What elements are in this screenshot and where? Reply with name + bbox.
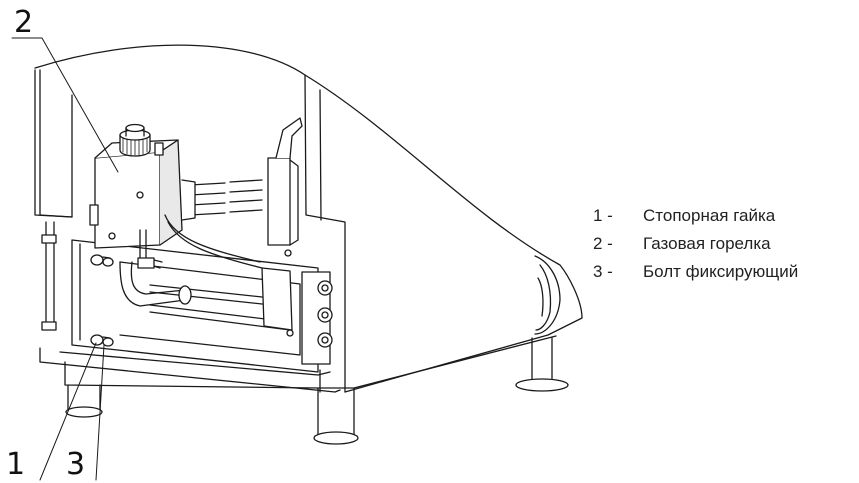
handle <box>267 117 303 246</box>
callout-number-1: 1 <box>6 447 26 482</box>
legend-text: Болт фиксирующий <box>643 262 799 281</box>
gas-tubing <box>137 214 263 269</box>
legend-item: 2 - Газовая горелка <box>593 234 798 262</box>
parts-legend: 1 - Стопорная гайка 2 - Газовая горелка … <box>593 206 798 290</box>
legend-item: 1 - Стопорная гайка <box>593 206 798 234</box>
legend-number: 3 - <box>593 262 613 281</box>
leader-lines <box>11 37 119 481</box>
leader-line-3 <box>95 344 105 481</box>
legend-item: 3 - Болт фиксирующий <box>593 262 798 290</box>
gas-valve <box>89 139 196 249</box>
legend-text: Стопорная гайка <box>643 206 776 225</box>
callout-number-2: 2 <box>14 5 34 40</box>
leader-line-2 <box>11 37 119 173</box>
vent-slots <box>189 179 263 216</box>
legend-number: 2 - <box>593 234 613 253</box>
curved-casing <box>34 44 583 393</box>
fasteners <box>90 254 114 347</box>
support-legs <box>65 337 569 445</box>
burner-tube <box>119 261 293 331</box>
legend-text: Газовая горелка <box>643 234 771 253</box>
left-housing <box>34 69 73 331</box>
legend-number: 1 - <box>593 206 613 225</box>
valve-knob <box>119 123 164 157</box>
leader-line-1 <box>39 342 97 481</box>
callout-number-3: 3 <box>66 447 86 482</box>
